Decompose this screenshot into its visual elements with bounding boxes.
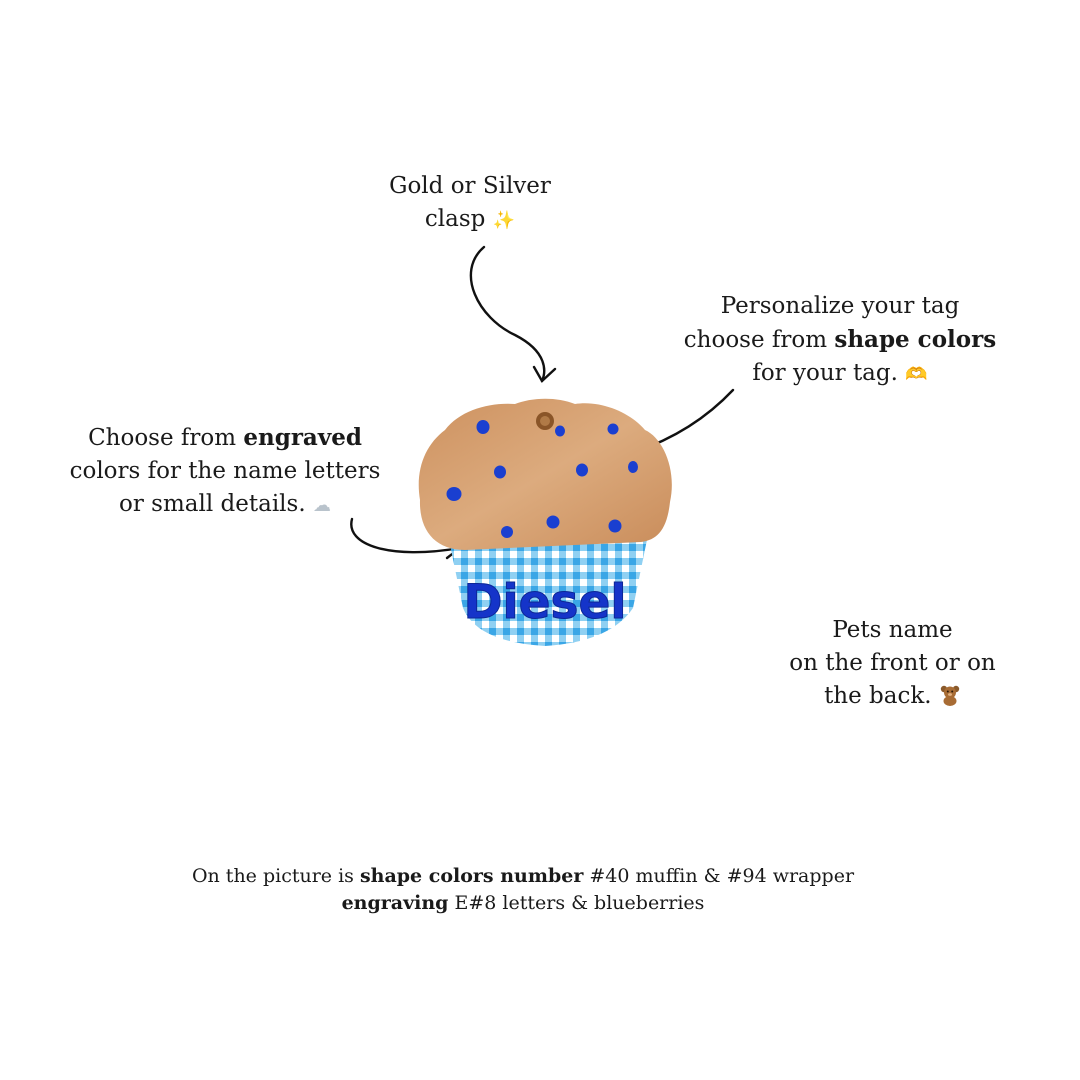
pets-note-line2: on the front or on: [789, 650, 996, 676]
footer-line1-bold: shape colors number: [359, 865, 584, 887]
pets-note-line1: Pets name: [832, 617, 953, 643]
pets-note-line3: the back.: [760, 680, 1025, 714]
blueberry: [546, 515, 560, 529]
engraved-note-line3-text: or small details.: [119, 491, 306, 517]
engraved-note-line1-text: Choose from: [88, 425, 244, 451]
muffin-wrapper: [447, 530, 649, 646]
shape-note-line2-text: choose from: [683, 327, 835, 353]
engraved-arrow: [350, 517, 462, 554]
blueberry: [476, 420, 490, 434]
footer-line2: engraving E#8 letters & blueberries: [120, 890, 926, 917]
blueberry: [446, 487, 462, 501]
shape-colors-note: Personalize your tag choose from shape c…: [650, 290, 1030, 391]
footer-caption: On the picture is shape colors number #4…: [120, 863, 926, 917]
blueberry: [607, 423, 619, 435]
engraved-note: Choose from engraved colors for the name…: [40, 421, 410, 522]
clasp-note-line1: Gold or Silver: [389, 173, 551, 199]
blueberry: [608, 519, 622, 533]
footer-line2-bold: engraving: [341, 892, 449, 914]
clasp-arrow: [469, 245, 546, 383]
blueberry: [494, 465, 506, 479]
engraved-note-bold: engraved: [243, 424, 362, 451]
pets-note-line3-text: the back.: [824, 683, 932, 709]
footer-line1: On the picture is shape colors number #4…: [120, 863, 926, 890]
shape-note-line1: Personalize your tag: [720, 293, 960, 319]
footer-line1-pre: On the picture is: [191, 865, 360, 887]
clasp-note-line2: clasp ✨: [330, 203, 610, 237]
muffin-top: [418, 398, 672, 550]
blueberry: [576, 463, 588, 477]
shape-note-line3-text: for your tag.: [752, 360, 898, 386]
clasp-note: Gold or Silver clasp ✨: [330, 170, 610, 237]
engraved-note-line2: colors for the name letters: [69, 458, 381, 484]
cloud-icon: ☁: [312, 495, 331, 516]
shape-note-bold: shape colors: [834, 326, 997, 353]
clasp-arrowhead: [532, 365, 557, 383]
clasp-note-text: clasp: [424, 206, 486, 232]
blueberries: [446, 420, 638, 538]
teddy-bear-icon: [939, 685, 961, 708]
shape-note-line3: for your tag. 🫶: [650, 357, 1030, 391]
engraved-note-line3: or small details. ☁: [40, 488, 410, 522]
pet-name-engraving: Diesel: [464, 575, 627, 630]
muffin-tag: Diesel: [418, 398, 672, 646]
sparkles-icon: ✨: [492, 210, 516, 231]
blueberry: [501, 526, 513, 538]
shape-note-line2: choose from shape colors: [650, 323, 1030, 357]
heart-hands-icon: 🫶: [905, 364, 928, 385]
engraved-note-line1: Choose from engraved: [40, 421, 410, 455]
footer-line1-post: #40 muffin & #94 wrapper: [583, 865, 855, 887]
blueberry: [555, 425, 565, 437]
blueberry: [628, 461, 638, 473]
pets-name-note: Pets name on the front or on the back.: [760, 614, 1025, 714]
footer-line2-post: E#8 letters & blueberries: [448, 892, 705, 914]
